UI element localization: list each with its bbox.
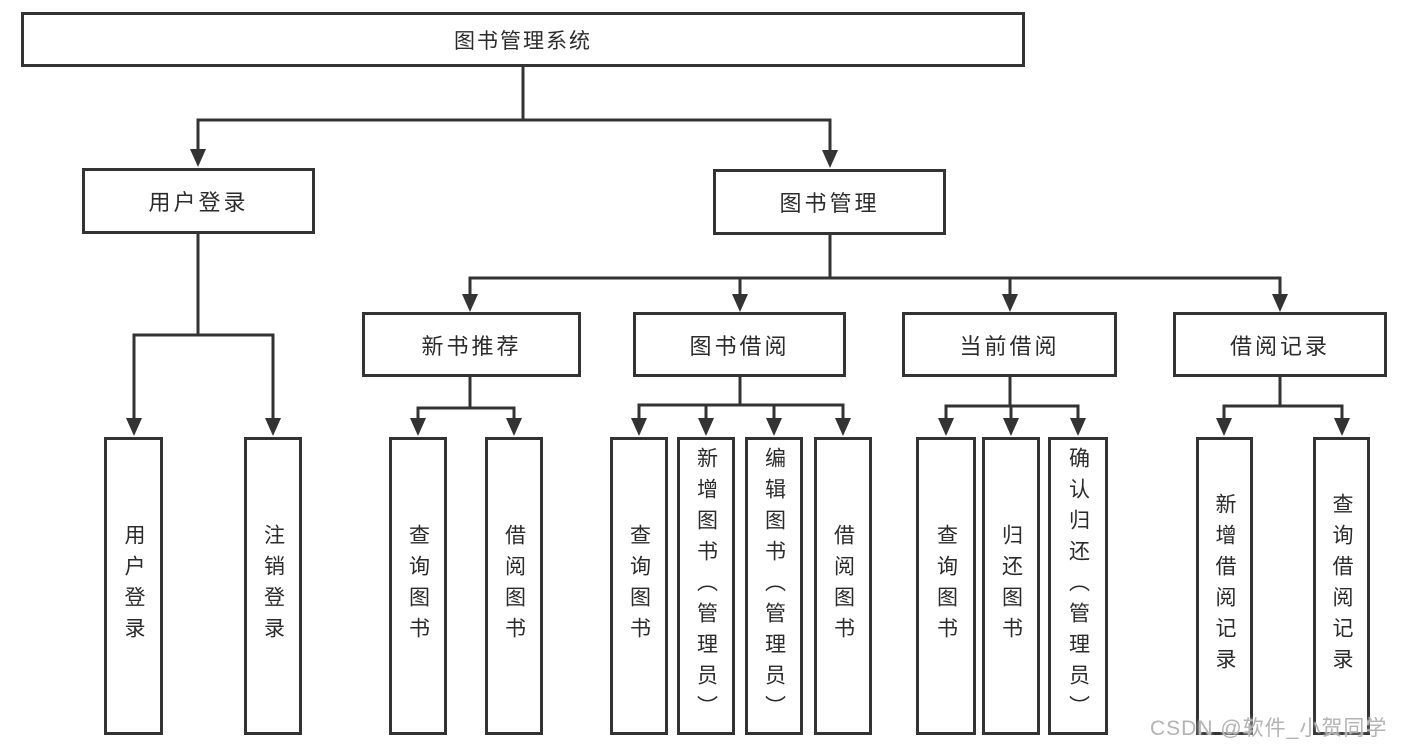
leaf-add-book-admin-label: 新增图书（管理员） [694, 446, 718, 726]
leaf-query-book-recommend: 查询图书 [389, 437, 447, 735]
root-node-library-system: 图书管理系统 [21, 12, 1025, 67]
leaf-borrow-book-recommend-label: 借阅图书 [502, 524, 526, 648]
leaf-edit-book-admin-label: 编辑图书（管理员） [762, 446, 786, 726]
branch-book-management-label: 图书管理 [779, 191, 880, 216]
leaf-borrow-book: 借阅图书 [814, 437, 872, 735]
leaf-confirm-return-admin: 确认归还（管理员） [1048, 437, 1108, 735]
group-current-borrow-label: 当前借阅 [959, 333, 1060, 359]
leaf-borrow-book-recommend: 借阅图书 [485, 437, 543, 735]
leaf-query-borrow-record-label: 查询借阅记录 [1330, 493, 1354, 679]
leaf-add-borrow-record-label: 新增借阅记录 [1213, 493, 1237, 679]
group-borrow-records: 借阅记录 [1173, 312, 1387, 377]
leaf-query-book-borrow-label: 查询图书 [627, 524, 651, 648]
leaf-add-borrow-record: 新增借阅记录 [1196, 437, 1253, 735]
leaf-query-borrow-record: 查询借阅记录 [1313, 437, 1370, 735]
leaf-return-book-label: 归还图书 [999, 524, 1023, 648]
group-borrow-records-label: 借阅记录 [1229, 333, 1330, 359]
leaf-edit-book-admin: 编辑图书（管理员） [745, 437, 803, 735]
group-new-book-recommend: 新书推荐 [362, 312, 581, 377]
root-node-label: 图书管理系统 [454, 29, 592, 53]
leaf-logout: 注销登录 [244, 437, 302, 735]
leaf-confirm-return-admin-label: 确认归还（管理员） [1066, 446, 1090, 726]
leaf-query-book-borrow: 查询图书 [610, 437, 668, 735]
group-new-book-recommend-label: 新书推荐 [421, 333, 522, 359]
group-book-borrow: 图书借阅 [633, 312, 846, 377]
leaf-logout-label: 注销登录 [261, 524, 285, 648]
leaf-user-login-label: 用户登录 [122, 524, 146, 648]
branch-book-management: 图书管理 [713, 169, 946, 235]
leaf-borrow-book-label: 借阅图书 [831, 524, 855, 648]
leaf-user-login: 用户登录 [104, 437, 163, 735]
leaf-query-book-recommend-label: 查询图书 [406, 524, 430, 648]
leaf-query-book-current-label: 查询图书 [934, 524, 958, 648]
group-current-borrow: 当前借阅 [902, 312, 1117, 377]
leaf-query-book-current: 查询图书 [916, 437, 976, 735]
leaf-add-book-admin: 新增图书（管理员） [677, 437, 735, 735]
branch-user-login-label: 用户登录 [148, 190, 249, 215]
leaf-return-book: 归还图书 [982, 437, 1040, 735]
group-book-borrow-label: 图书借阅 [689, 333, 790, 359]
csdn-watermark: CSDN @软件_小贺同学 [1150, 717, 1388, 740]
branch-user-login: 用户登录 [82, 168, 315, 234]
